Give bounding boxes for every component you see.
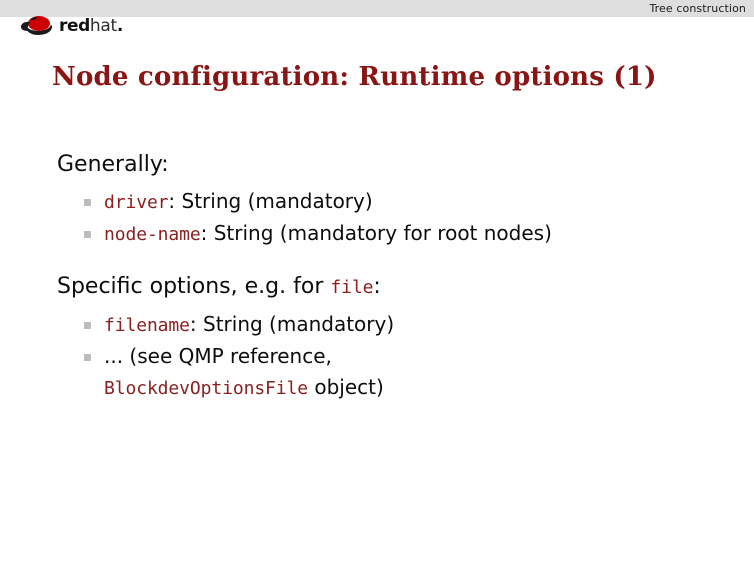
block-specific-options: Specific options, e.g. for file: filenam… — [0, 272, 754, 404]
header-bar — [0, 0, 754, 17]
heading-prefix: Specific options, e.g. for — [57, 274, 331, 299]
redhat-logo: redhat. — [18, 10, 123, 38]
list-item: driver: String (mandatory) — [84, 186, 754, 218]
slide-title: Node configuration: Runtime options (1) — [52, 62, 657, 92]
code-token: BlockdevOptionsFile — [104, 378, 309, 399]
block-generally: Generally: driver: String (mandatory) no… — [0, 150, 754, 250]
code-token: filename — [104, 315, 190, 336]
item-text: driver: String (mandatory) — [104, 189, 373, 213]
list-item: ... (see QMP reference, BlockdevOptionsF… — [84, 341, 754, 404]
heading-code-token: file — [330, 277, 374, 298]
header-section-title: Tree construction — [649, 2, 746, 15]
logo-word-hat: hat — [89, 16, 117, 36]
list-generally: driver: String (mandatory) node-name: St… — [0, 186, 754, 250]
slide-body: Generally: driver: String (mandatory) no… — [0, 150, 754, 404]
item-text: node-name: String (mandatory for root no… — [104, 221, 552, 245]
item-rest: : String (mandatory for root nodes) — [200, 221, 552, 245]
redhat-wordmark: redhat. — [59, 18, 123, 35]
item-rest: : String (mandatory) — [168, 189, 373, 213]
item-text-continuation: BlockdevOptionsFile object) — [104, 372, 754, 404]
item-text: filename: String (mandatory) — [104, 312, 394, 336]
block-heading-specific-options: Specific options, e.g. for file: — [57, 272, 754, 303]
block-heading-generally: Generally: — [57, 152, 169, 177]
bullet-square-icon — [84, 231, 91, 238]
block-spacer — [0, 250, 754, 272]
list-specific-options: filename: String (mandatory) ... (see QM… — [0, 309, 754, 404]
code-token: node-name — [104, 224, 201, 245]
item-rest: : String (mandatory) — [189, 312, 395, 336]
bullet-square-icon — [84, 199, 91, 206]
bullet-square-icon — [84, 354, 91, 361]
bullet-square-icon — [84, 322, 91, 329]
item-rest: object) — [308, 375, 384, 399]
logo-word-dot: . — [116, 16, 124, 36]
redhat-shadowman-icon — [21, 16, 53, 35]
list-item: filename: String (mandatory) — [84, 309, 754, 341]
code-token: driver — [104, 192, 169, 213]
heading-suffix: : — [373, 274, 381, 299]
item-text: ... (see QMP reference, — [104, 344, 332, 368]
list-item: node-name: String (mandatory for root no… — [84, 218, 754, 250]
logo-word-red: red — [59, 16, 90, 36]
